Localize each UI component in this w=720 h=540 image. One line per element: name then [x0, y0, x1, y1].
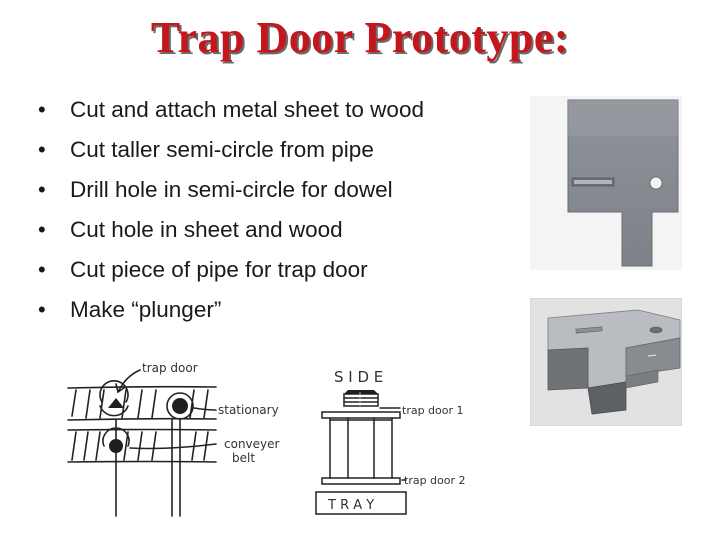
stationary-label: stationary [218, 403, 279, 417]
bullet-item: Drill hole in semi-circle for dowel [38, 170, 498, 210]
bullet-item: Make “plunger” [38, 290, 498, 330]
cad-top-view-image [530, 96, 682, 270]
trap-door-label: trap door [142, 361, 198, 375]
bullet-item: Cut and attach metal sheet to wood [38, 90, 498, 130]
trap-door-sketch-front: trap door stationary conveyer belt [67, 361, 280, 517]
trap-door-sketch-side: S I D E trap door 1 trap door 2 T R A Y [315, 368, 466, 515]
tray-label: T R A Y [327, 498, 374, 513]
slide-title: Trap Door Prototype: [150, 13, 570, 62]
bullet-list: Cut and attach metal sheet to wood Cut t… [38, 90, 498, 330]
bullet-item: Cut piece of pipe for trap door [38, 250, 498, 290]
bullet-item: Cut taller semi-circle from pipe [38, 130, 498, 170]
conveyer-label: conveyer [224, 437, 280, 451]
cad-isometric-view-image [530, 298, 682, 426]
trap-door-1-label: trap door 1 [402, 404, 464, 417]
belt-label: belt [232, 451, 255, 465]
side-label: S I D E [334, 368, 383, 386]
bullet-item: Cut hole in sheet and wood [38, 210, 498, 250]
trap-door-2-label: trap door 2 [404, 474, 466, 487]
